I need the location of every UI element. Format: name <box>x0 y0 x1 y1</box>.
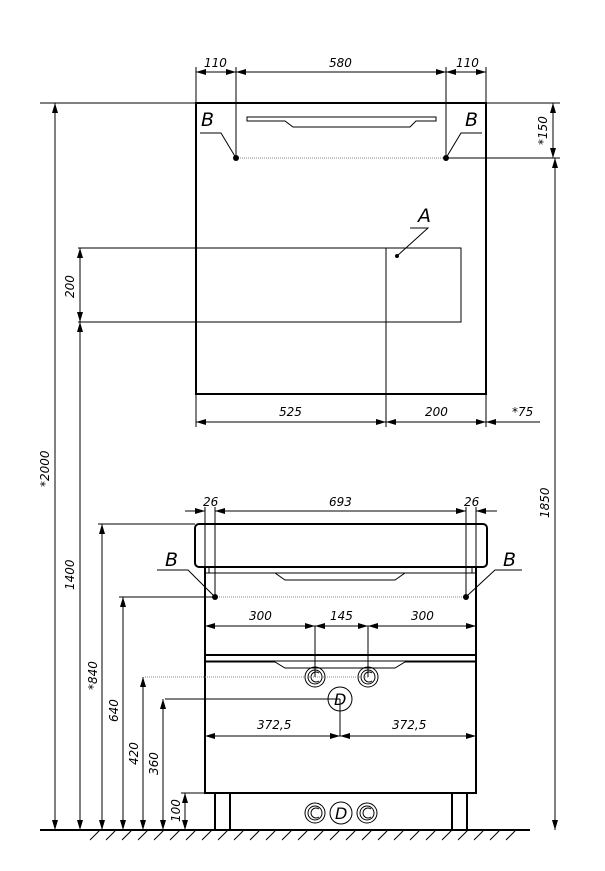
dim-300-left: 300 <box>249 609 272 623</box>
cabinet-label-b-right: B <box>503 549 516 571</box>
dim-420: 420 <box>127 742 141 765</box>
floor-hatch-line <box>441 829 453 841</box>
floor-hatch-line <box>345 829 357 841</box>
floor-hatch-line <box>329 829 341 841</box>
floor-hatch-line <box>185 829 197 841</box>
mirror-light-bar <box>246 116 437 128</box>
dim-2000: *2000 <box>38 450 52 487</box>
floor-hatch-line <box>281 829 293 841</box>
dim-26-right: 26 <box>464 495 480 509</box>
dim-640: 640 <box>107 699 121 722</box>
floor-hatch-line <box>89 829 101 841</box>
cabinet-label-b-left: B <box>165 549 178 571</box>
floor-hatch-line <box>201 829 213 841</box>
overall-dimensions: *2000 1400 1850 <box>38 103 558 830</box>
drawer-handle-top <box>205 572 476 581</box>
dim-145: 145 <box>330 609 353 623</box>
floor-hatch-line <box>169 829 181 841</box>
dim-26-left: 26 <box>203 495 219 509</box>
floor-hatch-line <box>505 829 517 841</box>
dim-300-right: 300 <box>411 609 434 623</box>
cabinet-b-point-right <box>463 594 469 600</box>
dim-840: *840 <box>86 661 100 690</box>
floor-hatch-line <box>233 829 245 841</box>
dim-372-right: 372,5 <box>392 718 426 732</box>
drain-legend-icon <box>329 801 353 825</box>
leg-left <box>214 792 231 831</box>
floor-hatch-line <box>217 829 229 841</box>
water-inlet-legend-left-icon <box>304 802 326 824</box>
floor-hatch-line <box>105 829 117 841</box>
cabinet-body <box>204 566 477 794</box>
floor-hatch-line <box>137 829 149 841</box>
floor-hatch-line <box>489 829 501 841</box>
floor-hatch-line <box>473 829 485 841</box>
dim-1400: 1400 <box>63 559 77 590</box>
dim-693: 693 <box>329 495 352 509</box>
dim-mirror-center: 580 <box>329 56 352 70</box>
zone-a-hatched <box>385 247 462 323</box>
dim-200-v: 200 <box>63 275 77 298</box>
water-inlet-legend-right-icon <box>356 802 378 824</box>
dim-200-h: 200 <box>425 405 448 419</box>
floor-hatch-line <box>409 829 421 841</box>
drawer-handle-bottom <box>205 661 476 669</box>
dim-360: 360 <box>147 752 161 775</box>
label-a: A <box>416 205 431 227</box>
floor-hatch-line <box>361 829 373 841</box>
dim-b-offset: *150 <box>536 116 550 145</box>
dim-1850: 1850 <box>538 487 552 518</box>
dim-372-left: 372,5 <box>257 718 291 732</box>
floor-line <box>40 829 530 841</box>
label-b-left: B <box>201 109 214 131</box>
dim-75: *75 <box>512 405 533 419</box>
floor-hatch-line <box>457 829 469 841</box>
floor-hatch-line <box>377 829 389 841</box>
countertop <box>194 523 488 568</box>
leg-right <box>451 792 468 831</box>
floor-hatch-line <box>297 829 309 841</box>
floor-hatch-line <box>121 829 133 841</box>
floor-hatch-line <box>425 829 437 841</box>
floor-hatch-line <box>265 829 277 841</box>
mirror: B B A 110 580 110 *150 525 200 <box>40 56 560 427</box>
floor-hatch-line <box>313 829 325 841</box>
floor-hatch-line <box>393 829 405 841</box>
dim-100: 100 <box>169 799 183 822</box>
dim-mirror-right: 110 <box>456 56 479 70</box>
label-b-right: B <box>465 109 478 131</box>
floor-hatch-line <box>249 829 261 841</box>
drain-legend-label: D <box>335 804 347 823</box>
vanity-cabinet: 26 693 26 B B 300 145 300 D <box>86 495 522 831</box>
dim-mirror-left: 110 <box>204 56 227 70</box>
dim-525: 525 <box>279 405 302 419</box>
floor-hatch-line <box>153 829 165 841</box>
